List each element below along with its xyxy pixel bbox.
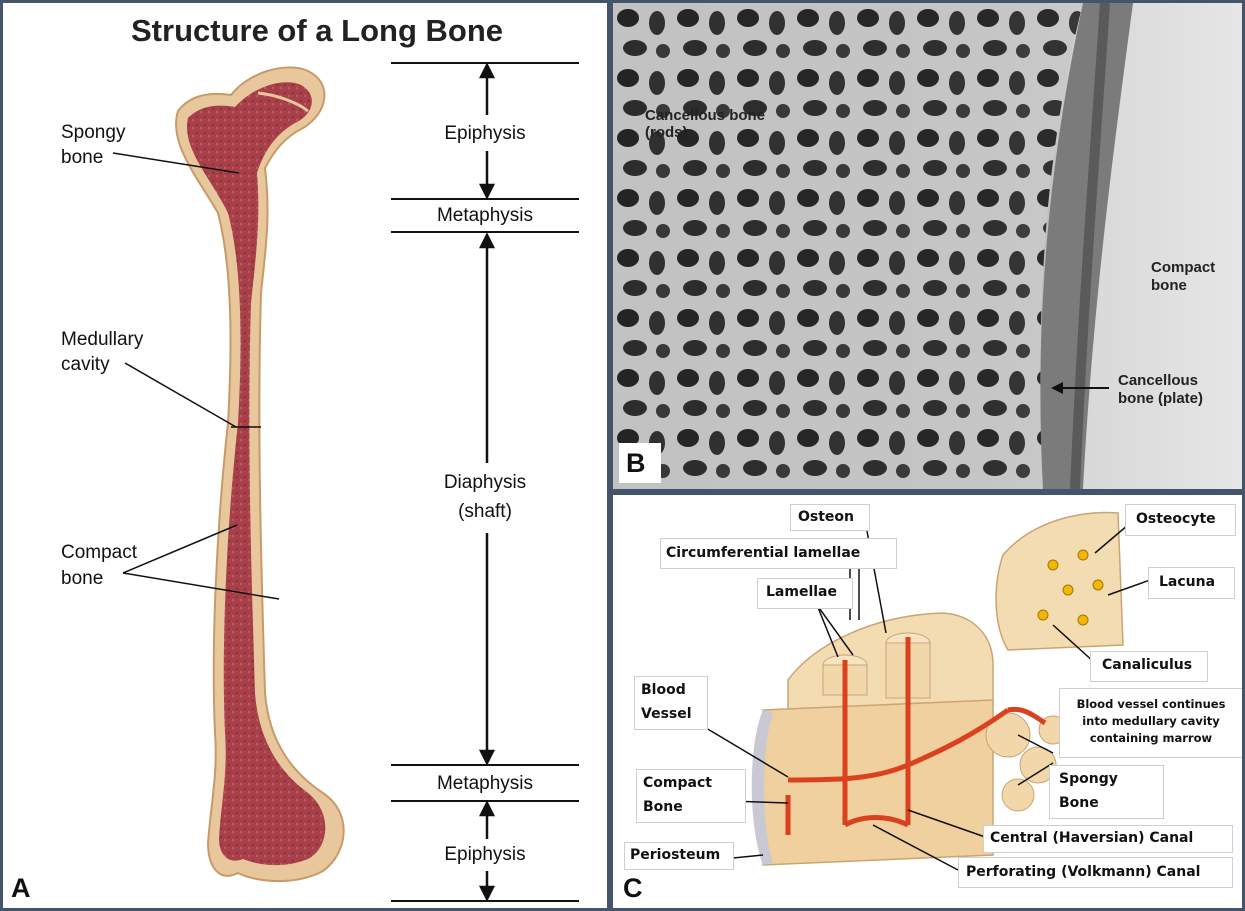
panel-letter-c: C xyxy=(623,873,643,904)
cancellous-network xyxy=(613,3,1083,489)
label-lamellae: Lamellae xyxy=(766,581,837,604)
label-compact-bone-line2: Bone xyxy=(643,796,683,819)
label-compact-line2: bone xyxy=(61,566,103,591)
panel-letter-a: A xyxy=(11,873,31,904)
label-blood-vessel-line2: Vessel xyxy=(641,703,692,726)
label-cancellous-rods-line2: (rods) xyxy=(645,124,688,141)
label-spongy-bone-line2: Bone xyxy=(1059,792,1099,815)
label-spongy-bone-line2: bone xyxy=(61,145,103,170)
label-compact-line2: bone xyxy=(1151,277,1187,294)
label-blood-continues-line3: containing marrow xyxy=(1059,730,1243,747)
panel-b: Cancellous bone (rods) Compact bone Canc… xyxy=(610,0,1245,492)
label-periosteum: Periosteum xyxy=(630,844,720,867)
label-compact-line1: Compact xyxy=(1151,259,1215,276)
zone-metaphysis-top: Metaphysis xyxy=(391,202,579,229)
label-spongy-bone-line1: Spongy xyxy=(61,120,125,145)
osteocyte-block xyxy=(996,512,1123,650)
zone-diaphysis-line2: (shaft) xyxy=(391,498,579,525)
label-blood-vessel-line1: Blood xyxy=(641,679,686,702)
label-central-canal: Central (Haversian) Canal xyxy=(990,827,1193,850)
label-circumferential-lamellae: Circumferential lamellae xyxy=(666,542,860,565)
label-compact-line1: Compact xyxy=(61,540,137,565)
zone-metaphysis-bottom: Metaphysis xyxy=(391,770,579,797)
zone-diaphysis-line1: Diaphysis xyxy=(391,469,579,496)
label-cancellous-rods-line1: Cancellous bone xyxy=(645,107,765,124)
label-blood-continues-line1: Blood vessel continues xyxy=(1059,696,1243,713)
label-osteocyte: Osteocyte xyxy=(1136,508,1216,531)
label-medullary-line1: Medullary xyxy=(61,327,143,352)
zone-epiphysis-bottom: Epiphysis xyxy=(391,841,579,868)
label-spongy-bone-line1: Spongy xyxy=(1059,768,1118,791)
panel-letter-b: B xyxy=(626,448,646,479)
label-perforating-canal: Perforating (Volkmann) Canal xyxy=(966,861,1200,884)
micrograph-image xyxy=(613,3,1242,489)
panel-a: Structure of a Long Bone Spongy bone Med… xyxy=(0,0,610,911)
label-cancellous-plate-line2: bone (plate) xyxy=(1118,390,1203,407)
label-compact-bone-line1: Compact xyxy=(643,772,712,795)
label-medullary-line2: cavity xyxy=(61,352,110,377)
leader-medullary xyxy=(125,363,236,427)
zone-epiphysis-top: Epiphysis xyxy=(391,120,579,147)
diagram-title: Structure of a Long Bone xyxy=(131,13,503,49)
label-lacuna: Lacuna xyxy=(1159,571,1215,594)
panel-c: Osteon Circumferential lamellae Lamellae… xyxy=(610,492,1245,911)
label-blood-continues-line2: into medullary cavity xyxy=(1059,713,1243,730)
label-osteon: Osteon xyxy=(798,506,854,529)
label-canaliculus: Canaliculus xyxy=(1102,654,1192,677)
bone-wedge-front xyxy=(763,700,993,865)
label-cancellous-plate-line1: Cancellous xyxy=(1118,372,1198,389)
